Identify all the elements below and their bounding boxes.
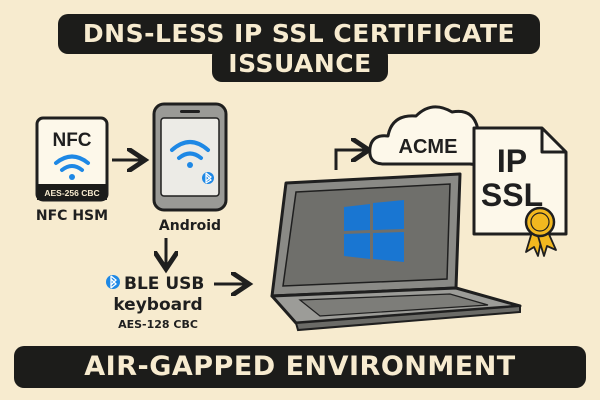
title-line-2: ISSUANCE bbox=[212, 46, 388, 82]
nfc-caption: NFC HSM bbox=[36, 208, 108, 224]
award-seal-icon bbox=[524, 206, 557, 257]
nfc-card-footer: AES-256 CBC bbox=[44, 188, 99, 198]
wifi-icon bbox=[54, 154, 90, 180]
android-caption: Android bbox=[159, 218, 221, 234]
ble-line-1: BLE USB bbox=[124, 274, 204, 294]
cert-line-2: SSL bbox=[481, 177, 543, 213]
cert-line-1: IP bbox=[497, 143, 527, 179]
ble-footer: AES-128 CBC bbox=[118, 318, 198, 331]
acme-label: ACME bbox=[399, 136, 458, 158]
laptop bbox=[270, 172, 522, 332]
android-phone bbox=[152, 102, 228, 212]
windows-logo-icon bbox=[344, 200, 404, 262]
footer-banner: AIR-GAPPED ENVIRONMENT bbox=[14, 346, 586, 388]
arrow-icon bbox=[334, 150, 366, 170]
nfc-card-text: NFC bbox=[52, 130, 91, 151]
bluetooth-icon bbox=[202, 172, 214, 184]
bluetooth-icon bbox=[106, 275, 120, 289]
ble-line-2: keyboard bbox=[113, 295, 202, 315]
title-line-1: DNS-LESS IP SSL CERTIFICATE bbox=[58, 14, 540, 54]
nfc-hsm-card: NFC AES-256 CBC bbox=[35, 116, 109, 202]
wifi-icon bbox=[170, 140, 210, 168]
